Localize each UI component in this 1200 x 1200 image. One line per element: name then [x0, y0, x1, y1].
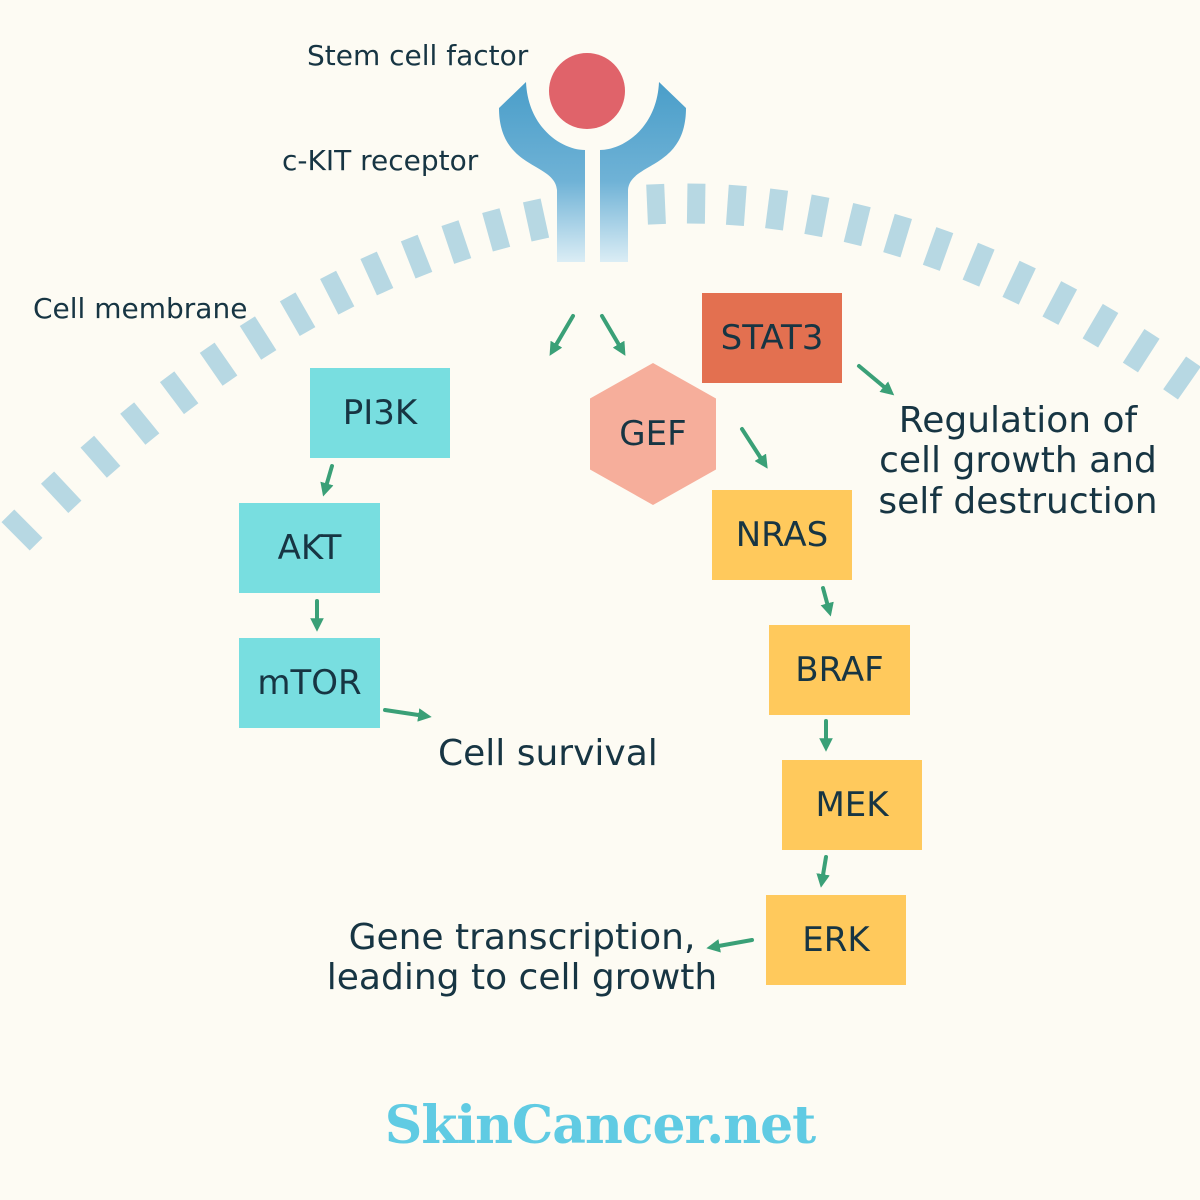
erk-to-gene-arrow — [706, 938, 754, 953]
membrane-segment — [40, 471, 82, 513]
membrane-segment — [482, 208, 511, 252]
regulation-label: Regulation of cell growth and self destr… — [870, 400, 1166, 522]
membrane-segment — [1122, 328, 1160, 373]
mek-node: MEK — [782, 760, 922, 850]
pathway-arrows — [310, 314, 895, 953]
membrane-segment — [400, 234, 433, 279]
nras-node: NRAS — [712, 490, 852, 580]
receptor-to-gef-arrow — [600, 314, 626, 356]
membrane-segment — [279, 292, 316, 337]
regulation-line-3: self destruction — [878, 480, 1158, 522]
membrane-segment — [360, 251, 394, 296]
membrane-segment — [922, 227, 954, 271]
mtor-node: mTOR — [239, 638, 380, 728]
membrane-segment — [320, 270, 355, 315]
braf-node: BRAF — [769, 625, 910, 715]
skincancer-logo: SkinCancer.net — [384, 1095, 816, 1156]
pi3k-node: PI3K — [310, 368, 450, 458]
ckit-receptor — [499, 82, 686, 262]
regulation-line-1: Regulation of — [898, 400, 1138, 441]
membrane-segment — [1, 509, 43, 551]
membrane-segment — [239, 316, 277, 360]
erk-node: ERK — [766, 895, 906, 985]
membrane-segment — [522, 198, 550, 242]
gene-line-1: Gene transcription, — [348, 917, 696, 958]
membrane-segment — [765, 188, 789, 231]
membrane-segment — [883, 213, 913, 258]
membrane-segment — [843, 202, 871, 247]
membrane-segment — [159, 371, 199, 415]
membrane-segment — [1002, 260, 1036, 305]
mtor-to-survival-arrow — [383, 708, 432, 722]
membrane-segment — [1082, 303, 1119, 348]
cell-membrane — [1, 183, 1200, 551]
regulation-line-2: cell growth and — [879, 440, 1157, 482]
membrane-segment — [1163, 356, 1200, 400]
stat3-node: STAT3 — [702, 293, 842, 383]
gef-to-nras-arrow — [740, 427, 768, 469]
akt-node: AKT — [239, 503, 380, 593]
membrane-segment — [686, 183, 706, 224]
membrane-segment — [725, 184, 747, 226]
membrane-segment — [962, 242, 995, 287]
mek-to-erk-arrow — [816, 855, 830, 888]
nras-to-braf-arrow — [820, 586, 834, 617]
stat3-to-regulation-arrow — [857, 364, 895, 396]
membrane-segment — [80, 435, 121, 478]
gene-line-2: leading to cell growth — [326, 957, 718, 999]
membrane-segment — [441, 220, 472, 264]
membrane-segment — [199, 342, 238, 386]
cell-membrane-label: Cell membrane — [33, 292, 248, 325]
cell-survival-label: Cell survival — [438, 733, 658, 774]
ckit-receptor-label: c-KIT receptor — [282, 144, 479, 177]
membrane-segment — [646, 183, 666, 225]
stem-cell-factor-label: Stem cell factor — [307, 39, 529, 72]
membrane-segment — [120, 402, 160, 445]
membrane-segment — [1042, 281, 1078, 325]
stem-cell-factor-ligand — [549, 53, 625, 129]
membrane-segment — [804, 194, 830, 238]
pi3k-to-akt-arrow — [320, 464, 334, 497]
gene-transcription-label: Gene transcription, leading to cell grow… — [322, 917, 722, 999]
receptor-to-pi3k-arrow — [549, 314, 575, 356]
